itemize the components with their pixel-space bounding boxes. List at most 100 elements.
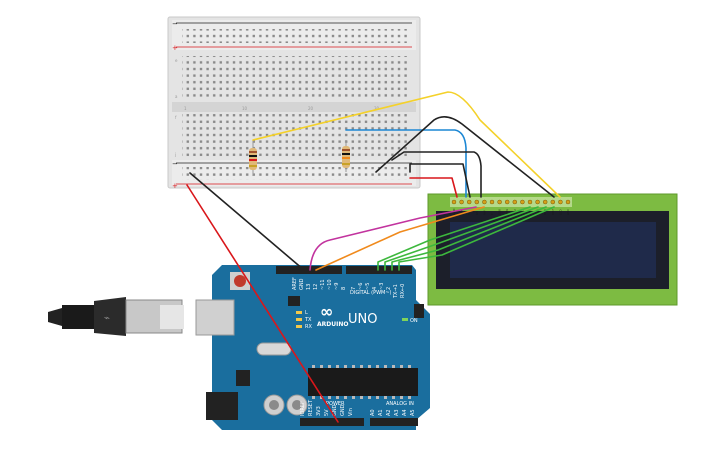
rail-plus-label-bottom: + [172,182,178,190]
rx-led [296,325,302,328]
lcd-pin-led-k: LED [566,210,570,215]
wire-black-gnd[interactable] [189,172,305,271]
wire-yellow[interactable] [252,91,561,198]
lcd-screen [450,222,656,278]
resistor-1[interactable] [249,140,257,176]
pin-label-a0: A0 [370,409,376,416]
wire-green-db5[interactable] [384,206,539,271]
lcd-pin-header[interactable] [450,197,572,207]
arduino-uno-board[interactable]: L TX RX ON ∞ ARDUINO UNO DIGITAL (PWM~) … [195,265,430,430]
l-label: L [305,310,308,316]
rx-label: RX [305,324,312,330]
tx-led [296,318,302,321]
rail-plus-label-top: + [172,44,178,52]
row-label-e: e [175,58,178,63]
col-label-30: 30 [374,106,380,111]
lcd-pin-v0: V0 [467,211,471,215]
lower-terminal-area[interactable] [182,114,410,158]
atmega-chip [308,368,418,396]
wire-green-db4[interactable] [377,206,531,271]
power-jack[interactable] [206,392,238,420]
analog-label: ANALOG IN [386,401,414,407]
wire-orange[interactable] [315,206,485,271]
arduino-logo-text: ARDUINO [317,321,348,328]
wire-black-3[interactable] [409,163,471,198]
row-label-a: a [175,94,178,99]
pin-label-7: 7 [351,287,357,290]
upper-terminal-area[interactable] [182,56,410,100]
wire-red-5v[interactable] [186,184,339,423]
pin-label-11: ~11 [320,279,326,290]
l-led [296,311,302,314]
usb-b-jack[interactable] [195,299,235,336]
pin-label-3: ~3 [379,283,385,290]
tx-label: TX [304,317,312,323]
lcd-pin-db0: DB0 [498,209,502,215]
pin-label-a2: A2 [386,409,392,416]
breadboard[interactable]: + − + − a e f j 1 10 20 30 [167,16,421,190]
col-label-10: 10 [242,106,248,111]
usb-cable[interactable]: ⌁ [48,297,184,336]
pin-label-a4: A4 [402,409,408,416]
pin-label-gnd1: GND [332,404,338,416]
rail-minus-label-top: − [172,20,178,28]
lcd-pin-led-a: LED [558,210,562,215]
pin-label-3v3: 3V3 [316,406,322,416]
lcd-pin-e: E [490,213,494,215]
wire-red-lcd[interactable] [409,177,458,198]
digital-header-1[interactable] [276,266,342,274]
lcd-pin-rs: RS [475,211,479,215]
col-label-1: 1 [184,106,187,111]
lcd-pin-vcc: VCC [460,209,464,215]
center-channel [172,102,416,112]
lcd-pin-db1: DB1 [505,209,509,215]
pin-label-6: ~6 [358,283,364,290]
digital-header-2[interactable] [346,266,412,274]
wire-green-db7[interactable] [398,206,555,271]
power-header[interactable] [300,418,364,426]
on-label: ON [410,318,418,324]
resistor-2[interactable] [342,140,350,172]
wire-magenta[interactable] [309,206,477,271]
pin-label-vin: Vin [348,408,354,416]
pin-label-a3: A3 [394,409,400,416]
wire-green-db6[interactable] [391,206,547,271]
col-label-20: 20 [308,106,314,111]
wire-black-2[interactable] [391,151,482,198]
pin-label-a5: A5 [410,409,416,416]
row-label-f: f [175,115,177,120]
pin-label-gnd: GND [299,278,305,290]
pin-label-5v: 5V [324,409,330,416]
lcd-pin-db6: DB6 [543,209,547,215]
wire-blue[interactable] [345,129,467,198]
pin-label-rx0: RX←0 [400,284,406,298]
pin-label-a1: A1 [378,409,384,416]
arduino-infinity-logo: ∞ [320,302,333,321]
pin-label-reset: RESET [308,399,314,416]
lcd-pin-db5: DB5 [536,209,540,215]
rail-minus-label-bottom: − [172,160,178,168]
lcd-16x2[interactable]: GND VCC V0 RS RW E DB0 DB1 DB2 DB3 DB4 D… [427,193,678,306]
power-label: POWER [326,401,345,407]
crystal [256,342,292,356]
pin-label-12: 12 [313,284,319,290]
analog-header[interactable] [370,418,418,426]
pin-label-ioref: IOREF [300,401,306,416]
pin-label-13: 13 [306,284,312,290]
pin-label-aref: AREF [292,277,298,290]
lcd-pin-db7: DB7 [551,209,555,215]
pin-label-10: ~10 [327,279,333,290]
wire-black-rw[interactable] [375,116,555,198]
pin-label-2: 2 [386,287,392,290]
lcd-pin-rw: RW [482,210,486,215]
pin-label-gnd2: GND [340,404,346,416]
pin-label-8: 8 [341,287,347,290]
pin-label-5: ~5 [365,283,371,290]
usb-icon: ⌁ [104,313,110,324]
lcd-pin-db4: DB4 [528,209,532,215]
row-label-j: j [174,152,176,157]
pin-label-9: ~9 [334,283,340,290]
pin-label-tx1: TX→1 [393,284,399,299]
pin-label-4: 4 [372,287,378,290]
